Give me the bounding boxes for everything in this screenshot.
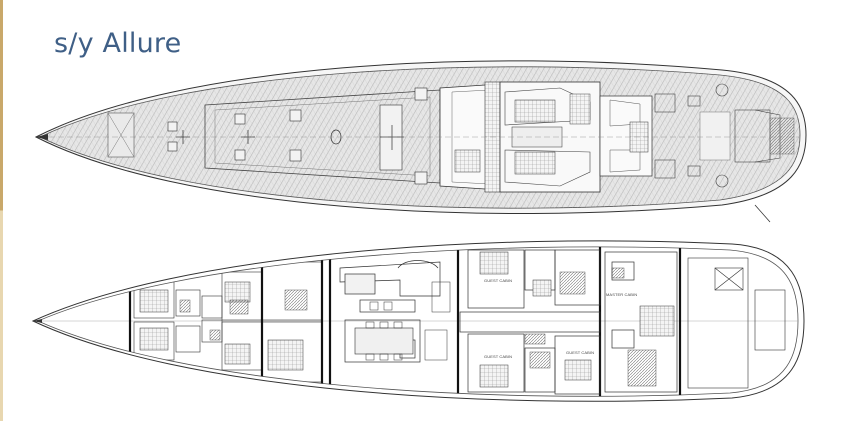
dining-table xyxy=(354,327,414,355)
interior-hull-inner xyxy=(37,246,799,397)
guest-cabin-label-upper: GUEST CABIN xyxy=(484,278,513,283)
guest-cabin-label-lower-b: GUEST CABIN xyxy=(566,350,595,355)
guest-cabin-label-lower-a: GUEST CABIN xyxy=(484,354,513,359)
master-cabin-label: MASTER CABIN xyxy=(606,292,638,297)
interior-plan xyxy=(31,240,805,402)
master-bed xyxy=(639,305,675,337)
left-edge-strip xyxy=(0,0,3,421)
yacht-name-title: s/y Allure xyxy=(54,28,182,59)
saloon-settee-port xyxy=(339,261,441,297)
deck-plan xyxy=(34,60,807,223)
